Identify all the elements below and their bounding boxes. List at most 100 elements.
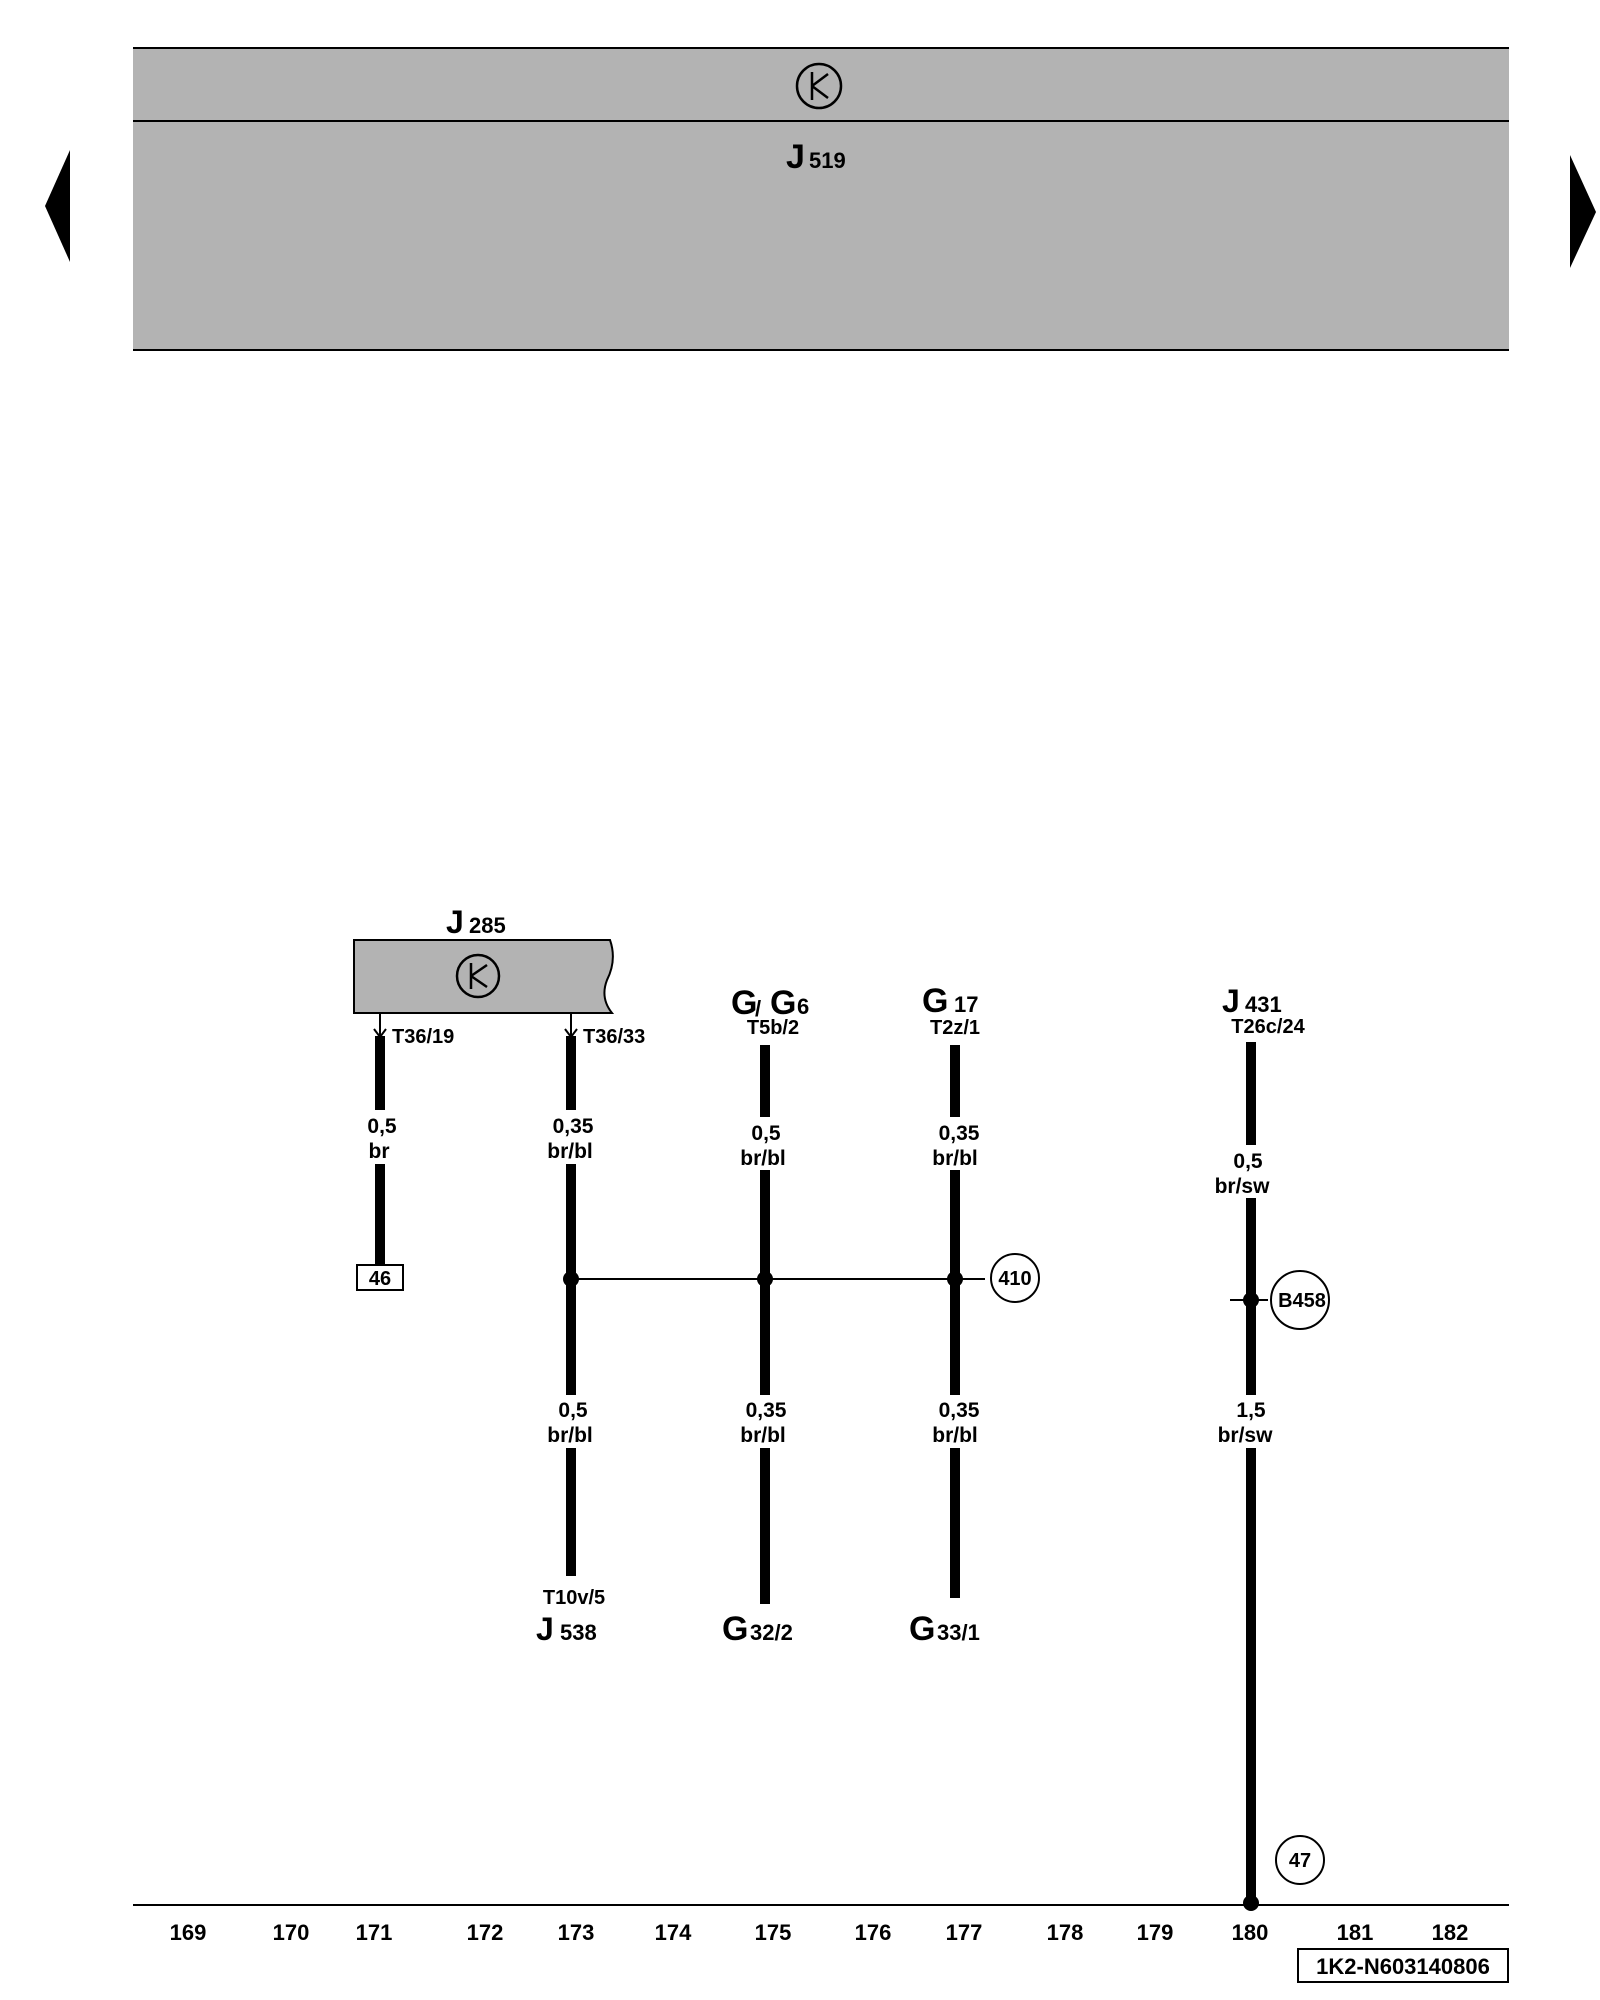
wire-label-w173-top: 0,35 br/bl [547, 1115, 594, 1163]
wire-size: 0,35 [939, 1399, 980, 1422]
wire-label-w171: 0,5 br [367, 1115, 397, 1163]
component-j538: J 538 [536, 1611, 597, 1647]
component-j431-sub: 431 [1245, 992, 1282, 1017]
component-g32-name: G [722, 1610, 748, 1648]
ref-circle-410[interactable]: 410 [990, 1253, 1040, 1303]
connector-t36-33: T36/33 [583, 1026, 645, 1048]
component-j538-name: J [536, 1611, 554, 1647]
wire-color: br/sw [1215, 1175, 1271, 1198]
module-j519-sub: 519 [809, 148, 846, 173]
component-j431: J 431 [1222, 983, 1282, 1019]
component-j431-name: J [1222, 983, 1240, 1019]
wire-line [950, 1045, 960, 1117]
junction-dot [1243, 1292, 1259, 1308]
prev-page-arrow-icon[interactable] [45, 150, 70, 262]
component-j538-sub: 538 [560, 1620, 597, 1645]
track-number: 182 [1432, 1920, 1469, 1945]
control-unit-icon [795, 62, 843, 110]
track-number: 173 [558, 1920, 595, 1945]
component-g33-name: G [909, 1610, 935, 1648]
wire-line [1246, 1448, 1256, 1903]
component-g32: G 32/2 [722, 1610, 793, 1648]
track-number: 176 [855, 1920, 892, 1945]
wire-color: br/bl [547, 1424, 593, 1447]
track-number: 169 [170, 1920, 207, 1945]
wire-color: br [369, 1140, 390, 1163]
junction-dot [947, 1271, 963, 1287]
wire-color: br/bl [740, 1424, 786, 1447]
ref-circle-47[interactable]: 47 [1275, 1835, 1325, 1885]
junction-dot [563, 1271, 579, 1287]
module-j285-name: J [446, 904, 464, 940]
track-number: 175 [755, 1920, 792, 1945]
ref-box-46[interactable]: 46 [356, 1264, 404, 1291]
component-g-g6: G / G 6 [731, 984, 809, 1022]
wire-label-w177-top: 0,35 br/bl [932, 1122, 980, 1170]
wire-line [1246, 1042, 1256, 1145]
component-g-g6-slash: / [755, 996, 761, 1021]
junction-dot [757, 1271, 773, 1287]
track-number: 181 [1337, 1920, 1374, 1945]
connector-t26c-24: T26c/24 [1231, 1016, 1305, 1038]
component-g33: G 33/1 [909, 1610, 980, 1648]
wire-label-w177-bot: 0,35 br/bl [932, 1399, 980, 1447]
junction-dot [1243, 1895, 1259, 1911]
ref-circle-b458[interactable]: B458 [1270, 1270, 1330, 1330]
wire-line [950, 1448, 960, 1598]
wire-size: 0,35 [553, 1115, 594, 1138]
wire-line [566, 1448, 576, 1576]
connector-t10v-5: T10v/5 [543, 1587, 605, 1609]
wire-size: 0,35 [939, 1122, 980, 1145]
module-j519: J 519 [133, 47, 1509, 351]
ref-box-46-label: 46 [369, 1268, 391, 1290]
wire-color: br/bl [547, 1140, 593, 1163]
pin-arrow-icon [564, 1014, 578, 1039]
component-g32-sub: 32/2 [750, 1620, 793, 1645]
wire-label-w175-top: 0,5 br/bl [740, 1122, 786, 1170]
wire-size: 0,5 [558, 1399, 588, 1422]
pin-arrow-icon [373, 1014, 387, 1039]
component-g17-sub: 17 [954, 992, 978, 1017]
wire-label-w175-bot: 0,35 br/bl [740, 1399, 787, 1447]
wire-label-w180-bot: 1,5 br/sw [1218, 1399, 1274, 1447]
wire-size: 0,35 [746, 1399, 787, 1422]
wire-label-w173-bot: 0,5 br/bl [547, 1399, 593, 1447]
next-page-arrow-icon[interactable] [1570, 155, 1596, 268]
track-number: 170 [273, 1920, 310, 1945]
connector-t36-19: T36/19 [392, 1026, 454, 1048]
module-j285-sub: 285 [469, 913, 506, 938]
track-number: 174 [655, 1920, 692, 1945]
control-unit-icon [455, 953, 501, 999]
wire-color: br/bl [740, 1147, 786, 1170]
wire-line [760, 1045, 770, 1117]
track-number: 171 [356, 1920, 393, 1945]
doc-id-box: 1K2-N603140806 [1297, 1948, 1509, 1983]
track-number: 179 [1137, 1920, 1174, 1945]
doc-id: 1K2-N603140806 [1316, 1954, 1490, 1979]
wire-color: br/sw [1218, 1424, 1274, 1447]
wire-line [566, 1036, 576, 1110]
component-g33-sub: 33/1 [937, 1620, 980, 1645]
wire-segments [375, 1036, 1256, 1903]
component-g17-name: G [922, 982, 948, 1020]
component-g-g6-a: G [731, 984, 757, 1022]
connector-t2z-1: T2z/1 [930, 1017, 980, 1039]
wire-size: 1,5 [1236, 1399, 1266, 1422]
module-j519-name: J [786, 138, 805, 176]
connector-t5b-2: T5b/2 [747, 1017, 799, 1039]
ref-circle-47-label: 47 [1289, 1850, 1311, 1872]
wire-line [375, 1164, 385, 1264]
wire-line [375, 1036, 385, 1110]
wire-size: 0,5 [751, 1122, 781, 1145]
wire-size: 0,5 [1233, 1150, 1263, 1173]
track-number: 172 [467, 1920, 504, 1945]
track-number: 177 [946, 1920, 983, 1945]
module-j285: J 285 [353, 904, 615, 1014]
wire-size: 0,5 [367, 1115, 397, 1138]
wire-color: br/bl [932, 1147, 978, 1170]
wire-line [760, 1448, 770, 1604]
track-number: 178 [1047, 1920, 1084, 1945]
wire-color: br/bl [932, 1424, 978, 1447]
